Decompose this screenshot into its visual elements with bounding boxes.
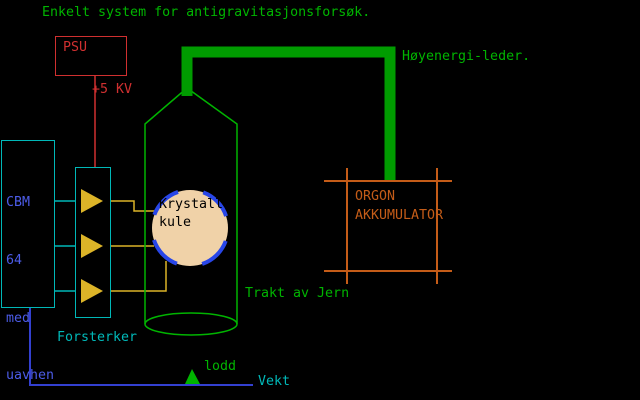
amplifier-triangle-2 (81, 234, 103, 258)
cbm64-label-line: med (6, 310, 31, 326)
amplifier-triangle-1 (81, 189, 103, 213)
cbm64-box: CBM 64 med uavhen gige lydka naler (1, 140, 55, 383)
scale-wire (29, 308, 253, 386)
orgon-label-line2: AKKUMULATOR (355, 208, 444, 223)
amplifier-label: Forsterker (57, 330, 138, 345)
amplifier-triangle-3 (81, 279, 103, 303)
psu-box: PSU (55, 36, 127, 76)
cbm64-label-line: uavhen (6, 368, 55, 384)
crystal-ball-label-line1: Krystall (159, 197, 224, 212)
cbm64-label-line: 64 (6, 253, 23, 269)
plumb-label: lodd (204, 359, 237, 374)
conductor-label: Høyenergi-leder. (402, 49, 531, 64)
crystal-ball-label-line2: kule (159, 215, 192, 230)
funnel-label: Trakt av Jern (245, 286, 350, 301)
high-energy-conductor (181, 46, 396, 181)
plumb-weight-triangle (185, 369, 200, 384)
crystal-ball-arcs (150, 188, 230, 268)
amp-output-wire-1 (111, 200, 158, 212)
cbm64-label: CBM 64 med uavhen gige lydka naler (6, 155, 54, 400)
crystal-ball (152, 190, 228, 266)
amplifier-box (75, 167, 111, 318)
orgon-label-line1: ORGON (355, 189, 396, 204)
psu-label: PSU (63, 40, 88, 55)
page-title: Enkelt system for antigravitasjonsforsøk… (42, 5, 371, 20)
psu-voltage-label: +5 KV (92, 82, 133, 97)
cbm64-label-line: CBM (6, 195, 31, 211)
funnel-mouth-ellipse (144, 312, 238, 336)
amp-output-wire-3 (111, 261, 167, 292)
scale-label: Vekt (258, 374, 291, 389)
